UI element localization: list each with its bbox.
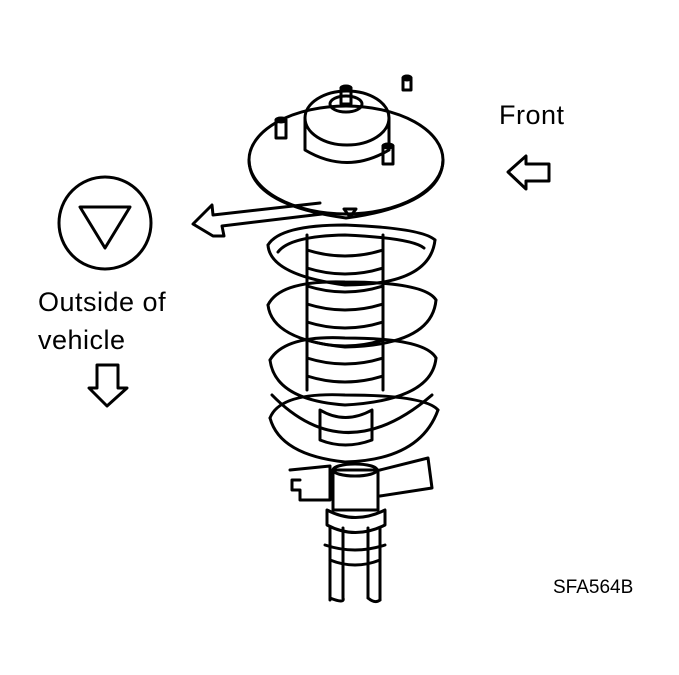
figure-code: SFA564B [553,577,634,598]
outside-arrow-icon [87,363,129,408]
front-label: Front [499,100,565,130]
front-arrow-icon [506,154,551,191]
dust-boot [305,233,385,447]
outside-label-line1: Outside of [38,287,167,317]
coil-spring [266,223,440,464]
pointer-arrow-icon [191,201,324,238]
strut-upper-mount [247,74,445,220]
outside-label-line2: vehicle [38,325,126,355]
strut-body [270,393,434,604]
mark-symbol-icon [57,175,153,271]
